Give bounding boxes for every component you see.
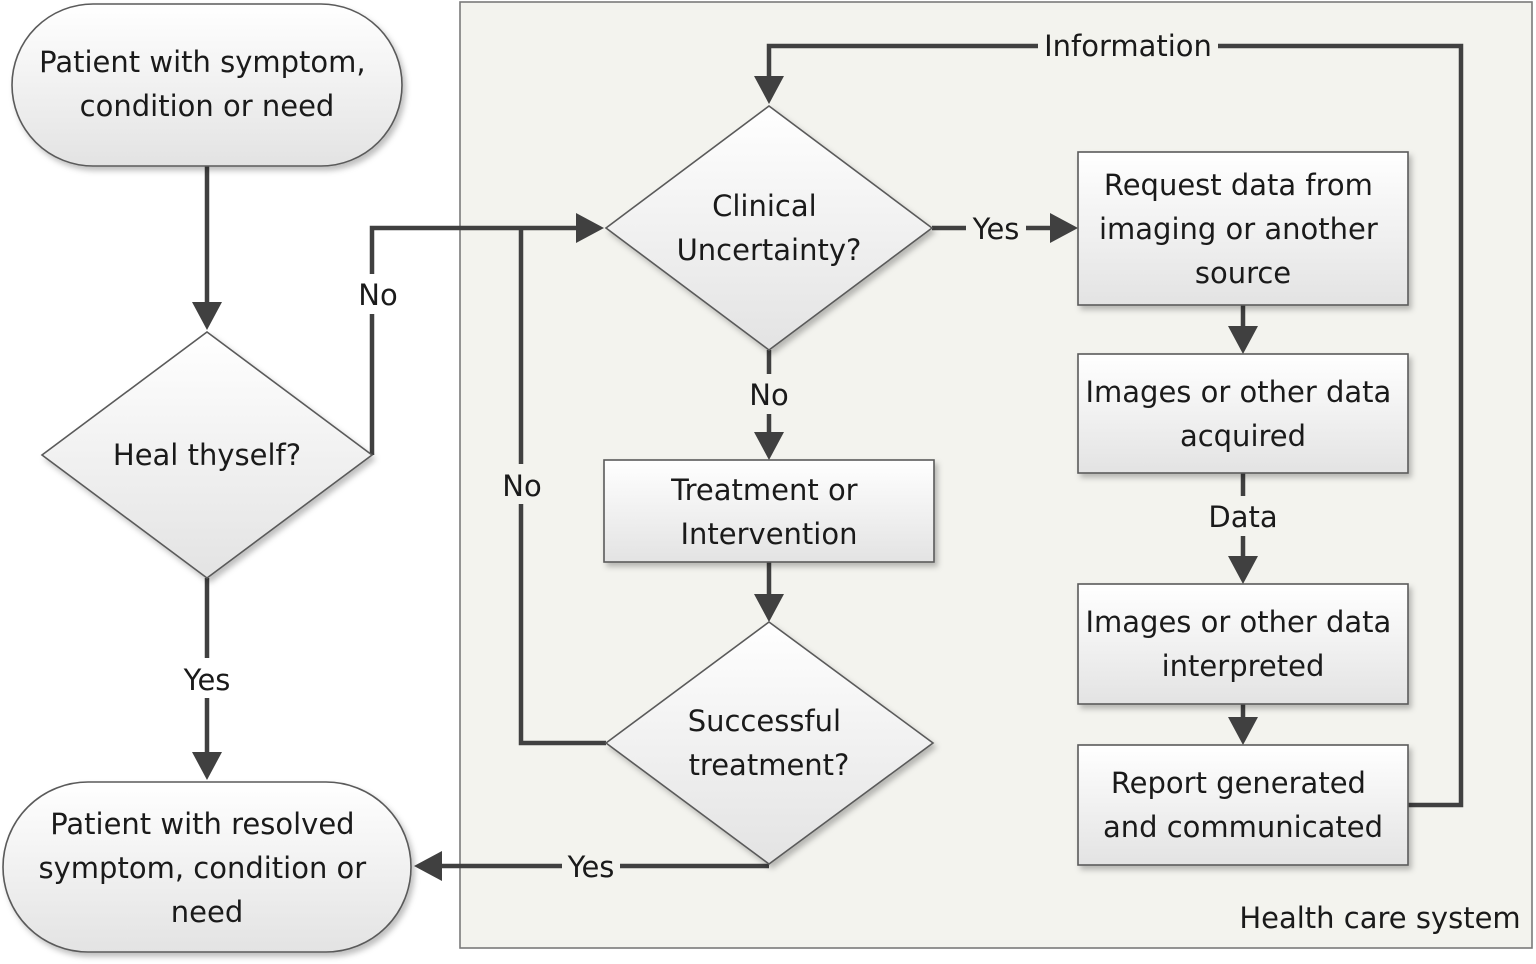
- label-clinical-no: No: [749, 378, 788, 412]
- label-information: Information: [1044, 29, 1212, 63]
- connector-information: [766, 43, 1464, 808]
- arrowhead: [754, 76, 784, 104]
- acquired-text: Images or other data acquired: [1085, 375, 1400, 453]
- request-line-1: Request data from: [1104, 168, 1373, 202]
- end-text: Patient with resolved symptom, condition…: [39, 807, 376, 929]
- connector-heal-no: [369, 225, 578, 455]
- arrowhead: [192, 302, 222, 330]
- label-success-no: No: [502, 469, 541, 503]
- label-mask: [562, 846, 620, 886]
- start-terminator: [11, 3, 403, 167]
- end-terminator: [2, 781, 412, 953]
- request-text: Request data from imaging or another sou…: [1099, 168, 1387, 290]
- heal-text: Heal thyself?: [113, 438, 301, 472]
- treatment-line-1: Treatment or: [670, 473, 858, 507]
- start-text: Patient with symptom, condition or need: [39, 45, 375, 123]
- successful-treatment-decision: [604, 621, 935, 865]
- label-mask: [498, 464, 544, 504]
- end-line-2: symptom, condition or: [39, 851, 367, 885]
- interpreted-text: Images or other data interpreted: [1085, 605, 1400, 683]
- images-acquired-process: [1077, 353, 1409, 474]
- arrowhead: [192, 752, 222, 780]
- clinical-text: Clinical Uncertainty?: [677, 189, 862, 267]
- end-line-1: Patient with resolved: [50, 807, 354, 841]
- heal-thyself-decision: [40, 331, 374, 579]
- report-line-2: and communicated: [1103, 810, 1383, 844]
- successful-line-1: Successful: [688, 704, 841, 738]
- request-line-3: source: [1195, 256, 1291, 290]
- label-mask: [746, 374, 792, 414]
- arrowhead: [1228, 326, 1258, 354]
- report-process: [1077, 744, 1409, 866]
- interpreted-line-2: interpreted: [1162, 649, 1325, 683]
- clinical-line-1: Clinical: [712, 189, 817, 223]
- images-interpreted-process: [1077, 583, 1409, 705]
- container-label: Health care system: [1239, 901, 1520, 935]
- clinical-uncertainty-decision: [604, 105, 934, 351]
- interpreted-line-1: Images or other data: [1085, 605, 1391, 639]
- start-line-1: Patient with symptom,: [39, 45, 365, 79]
- label-mask: [1038, 26, 1218, 66]
- successful-line-2: treatment?: [689, 748, 850, 782]
- treatment-process: [603, 459, 935, 563]
- label-clinical-yes: Yes: [972, 212, 1020, 246]
- connector-success-no: [518, 228, 606, 746]
- successful-text: Successful treatment?: [688, 704, 851, 782]
- arrowhead: [1050, 213, 1078, 243]
- request-line-2: imaging or another: [1099, 212, 1378, 246]
- report-text: Report generated and communicated: [1103, 766, 1383, 844]
- heal-line-1: Heal thyself?: [113, 438, 301, 472]
- clinical-line-2: Uncertainty?: [677, 233, 862, 267]
- acquired-line-2: acquired: [1180, 419, 1306, 453]
- label-mask: [1204, 496, 1282, 536]
- arrowhead: [1228, 717, 1258, 745]
- label-success-yes: Yes: [567, 850, 615, 884]
- end-line-3: need: [171, 895, 243, 929]
- treatment-text: Treatment or Intervention: [670, 473, 867, 551]
- arrowhead: [754, 432, 784, 460]
- label-mask: [966, 208, 1026, 248]
- acquired-line-1: Images or other data: [1085, 375, 1391, 409]
- treatment-line-2: Intervention: [680, 517, 857, 551]
- request-data-process: [1077, 151, 1409, 306]
- start-line-2: condition or need: [80, 89, 335, 123]
- label-heal-yes: Yes: [183, 663, 231, 697]
- label-mask: [352, 274, 394, 314]
- arrowhead: [414, 851, 442, 881]
- report-line-1: Report generated: [1111, 766, 1366, 800]
- label-heal-no: No: [358, 278, 397, 312]
- arrowhead: [754, 594, 784, 622]
- label-data: Data: [1208, 500, 1277, 534]
- arrowhead: [576, 213, 604, 243]
- arrowhead: [1228, 556, 1258, 584]
- label-mask: [178, 658, 236, 698]
